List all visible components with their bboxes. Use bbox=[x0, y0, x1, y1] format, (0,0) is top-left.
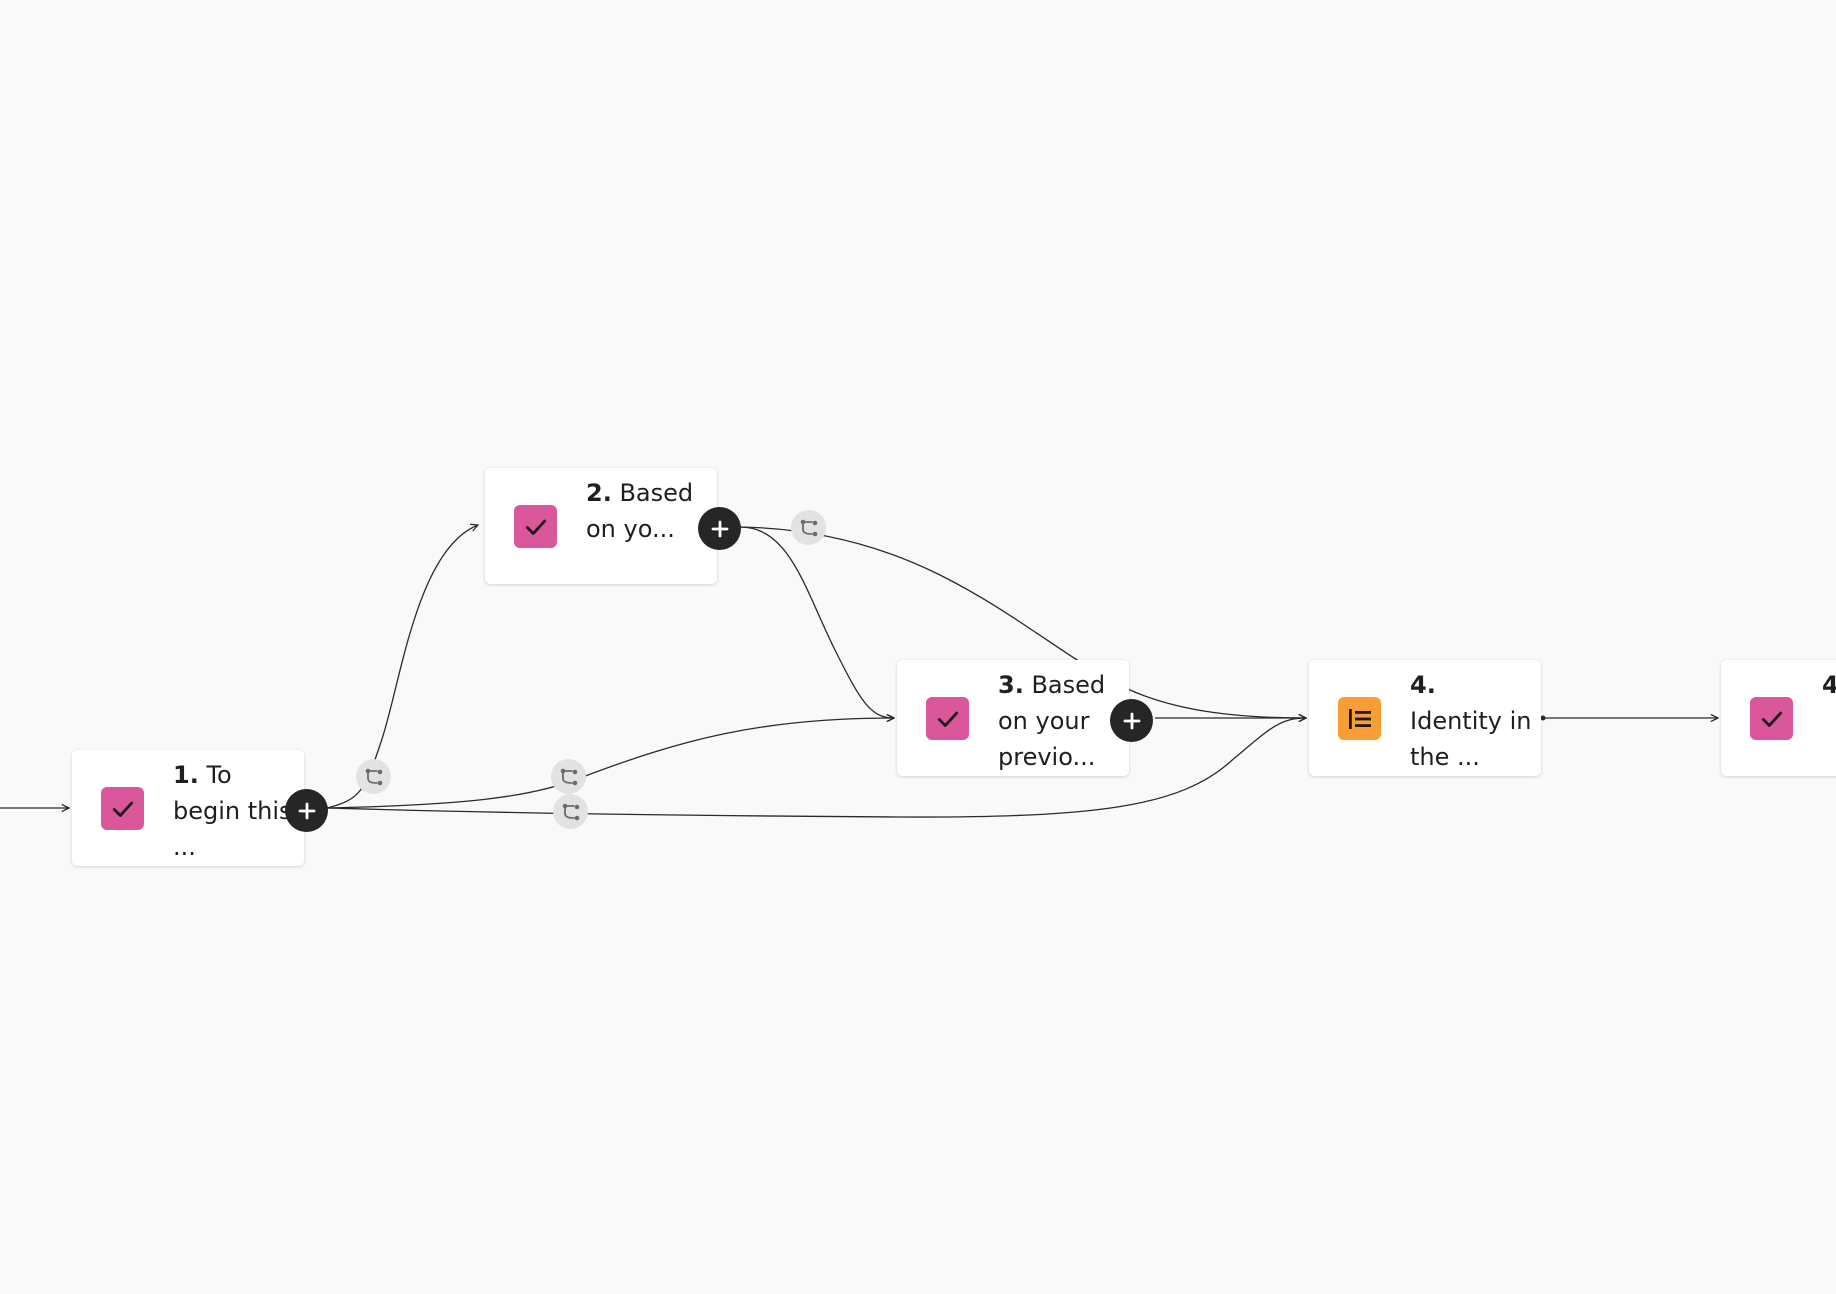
node-title: Based on yo... bbox=[586, 479, 694, 543]
checkbox-icon bbox=[101, 787, 144, 830]
branch-icon bbox=[560, 768, 577, 785]
flow-node-5[interactable]: 4 d d bbox=[1721, 660, 1836, 776]
node-title: To begin this ... bbox=[173, 761, 292, 861]
checkbox-icon bbox=[1750, 697, 1793, 740]
list-icon bbox=[1338, 697, 1381, 740]
node-label: 3. Based on your previo... bbox=[998, 667, 1120, 775]
edge-2-to-3 bbox=[739, 526, 894, 718]
node-number: 3. bbox=[998, 671, 1024, 699]
plus-icon bbox=[711, 520, 728, 537]
add-step-button-2[interactable] bbox=[698, 507, 741, 550]
edge-2-to-4 bbox=[739, 526, 1306, 718]
plus-icon bbox=[1123, 712, 1140, 729]
add-step-button-1[interactable] bbox=[285, 789, 328, 832]
flow-node-1[interactable]: 1. To begin this ... bbox=[72, 750, 304, 866]
flow-node-3[interactable]: 3. Based on your previo... bbox=[897, 660, 1129, 776]
branch-condition-2-to-4[interactable] bbox=[791, 510, 826, 545]
node-number: 4. bbox=[1410, 671, 1436, 699]
checkbox-icon bbox=[514, 505, 557, 548]
branch-icon bbox=[562, 803, 579, 820]
node-label: 4 d d bbox=[1822, 667, 1836, 703]
branch-condition-1-to-4[interactable] bbox=[553, 794, 588, 829]
edge-1-to-4 bbox=[326, 718, 1306, 818]
edge-1-to-3 bbox=[326, 718, 894, 809]
add-step-button-3[interactable] bbox=[1110, 699, 1153, 742]
branch-icon bbox=[800, 519, 817, 536]
node-number: 2. bbox=[586, 479, 612, 507]
edge-1-to-2 bbox=[326, 525, 478, 809]
node-label: 4. Identity in the ... bbox=[1410, 667, 1532, 775]
node-title: Based on your previo... bbox=[998, 671, 1106, 771]
flow-node-4[interactable]: 4. Identity in the ... bbox=[1309, 660, 1541, 776]
node-label: 1. To begin this ... bbox=[173, 757, 295, 865]
checkbox-icon bbox=[926, 697, 969, 740]
node-number: 4 bbox=[1822, 671, 1836, 699]
branch-condition-1-to-2[interactable] bbox=[356, 759, 391, 794]
node-title: Identity in the ... bbox=[1410, 707, 1532, 771]
plus-icon bbox=[298, 802, 315, 819]
branch-condition-1-to-3[interactable] bbox=[551, 759, 586, 794]
flow-node-2[interactable]: 2. Based on yo... bbox=[485, 468, 717, 584]
node-label: 2. Based on yo... bbox=[586, 475, 708, 547]
node-number: 1. bbox=[173, 761, 199, 789]
branch-icon bbox=[365, 768, 382, 785]
